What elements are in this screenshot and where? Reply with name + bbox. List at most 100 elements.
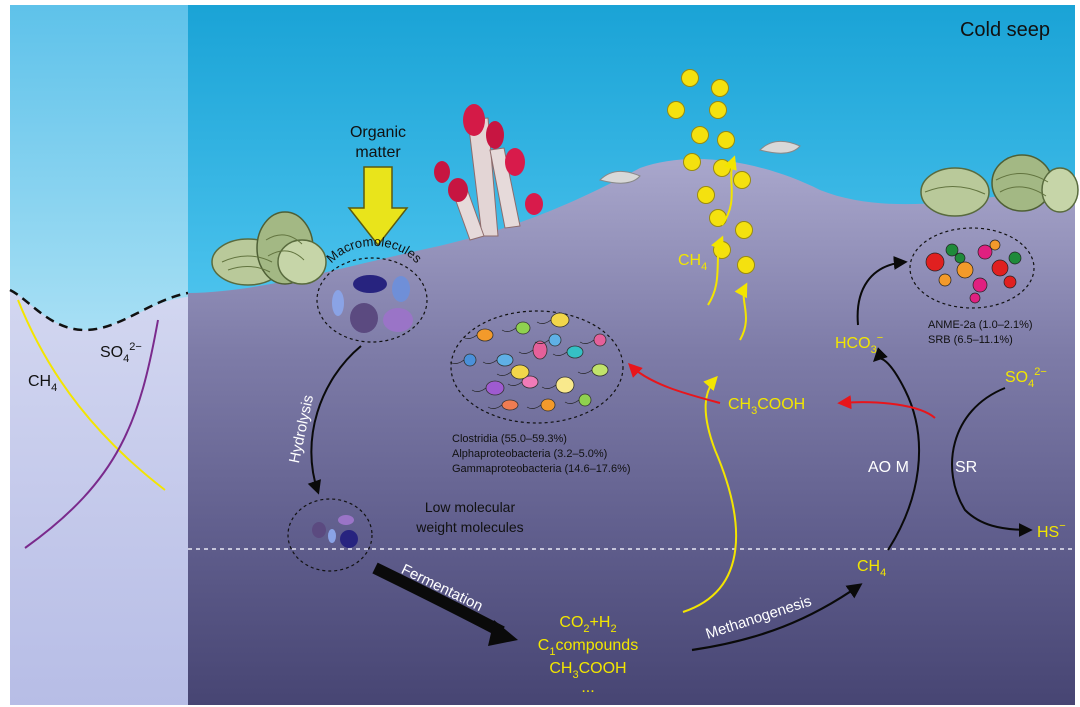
microbe-flagellum (482, 359, 498, 364)
profile-water (10, 5, 188, 330)
microbe-flagellum (449, 359, 465, 364)
cold-seep-title: Cold seep (960, 19, 1050, 41)
anme-srb-cell (925, 252, 945, 272)
microbe-cell (485, 380, 505, 396)
ch4-profile-curve (17, 299, 166, 491)
fermentation-arrow-head (488, 620, 518, 646)
methane-bubble (697, 186, 715, 204)
methane-bubble (737, 256, 755, 274)
microbe-cell (555, 376, 575, 394)
profile-so4-label: SO42− (100, 341, 142, 365)
ch4-bubble-label: CH4 (678, 252, 707, 273)
methane-bubble (709, 209, 727, 227)
microbe-cell (591, 363, 609, 377)
sr-arrow (951, 387, 1033, 537)
microbe-cell (515, 321, 531, 335)
low-molecular-label-1: Low molecular (425, 499, 516, 515)
methane-bubble (667, 101, 685, 119)
clam-cluster-left (211, 211, 327, 286)
organic-matter-label-1: Organic (350, 124, 406, 141)
red-arrow-to-clostridia (628, 363, 721, 404)
microbe-flagellum (471, 387, 487, 392)
hco3-label: HCO3− (835, 332, 883, 356)
microbe-flagellum (496, 371, 512, 376)
microbe-cell (540, 398, 556, 412)
clostridia-cluster (449, 310, 624, 424)
fermentation-arrow-shaft (372, 562, 505, 638)
hco3-to-anme-arrow (856, 255, 908, 326)
microbe-flagellum (526, 404, 542, 409)
microbe-flagellum (534, 339, 550, 344)
anme-srb-cell (956, 261, 974, 279)
methane-bubble (711, 79, 729, 97)
organic-matter-label-2: matter (355, 144, 401, 161)
alphaproteobacteria-label: Alphaproteobacteria (3.2–5.0%) (452, 448, 607, 460)
methane-bubble (713, 241, 731, 259)
hs-label: HS− (1037, 520, 1066, 541)
anme-srb-cell (977, 244, 993, 260)
microbe-flagellum (507, 381, 523, 386)
microbe-cell (566, 345, 584, 359)
microbe-cell (501, 399, 519, 411)
tube-worms (434, 104, 543, 241)
red-arrow-to-ch3cooh (837, 395, 936, 419)
clostridia-label: Clostridia (55.0–59.3%) (452, 433, 567, 445)
seep-shrimp (599, 140, 801, 184)
methanogenesis-arrow (691, 583, 863, 652)
microbe-cell (548, 333, 562, 347)
upward-yellow-arrow (682, 375, 737, 613)
clam-cluster-right (920, 154, 1079, 217)
aom-arrow (873, 347, 920, 551)
methane-bubble (713, 159, 731, 177)
sr-label: SR (955, 459, 977, 476)
microbe-cell (510, 364, 530, 380)
so4-right-label: SO42− (1005, 366, 1047, 390)
microbe-flagellum (579, 339, 595, 344)
aom-label: AO M (868, 459, 909, 476)
anme-srb-cell (972, 277, 988, 293)
microbe-flagellum (462, 334, 478, 339)
microbe-flagellum (564, 399, 580, 404)
anme-srb-cell (945, 243, 959, 257)
methane-bubble (709, 101, 727, 119)
low-molecular-group (287, 498, 373, 572)
microbe-cell (578, 393, 592, 407)
bubble-arrow-3 (721, 155, 737, 226)
microbe-flagellum (518, 349, 534, 354)
microbe-flagellum (536, 319, 552, 324)
products-acetate: CH3COOH (549, 660, 626, 681)
low-molecular-label-2: weight molecules (415, 519, 523, 535)
microbe-flagellum (552, 351, 568, 356)
anme-cluster (909, 227, 1035, 309)
methane-bubble (691, 126, 709, 144)
microbe-flagellum (487, 404, 503, 409)
products-c1-compounds: C1compounds (538, 637, 638, 658)
bubble-arrow-1 (707, 235, 724, 306)
srb-label: SRB (6.5–11.1%) (928, 334, 1013, 346)
anme-srb-cell (1008, 251, 1022, 265)
methane-bubble (683, 153, 701, 171)
ch3cooh-mid-label: CH3COOH (728, 396, 805, 417)
methane-bubble (681, 69, 699, 87)
hydrolysis-arrow (307, 345, 362, 495)
gammaproteobacteria-label: Gammaproteobacteria (14.6–17.6%) (452, 463, 631, 475)
methane-bubble (717, 131, 735, 149)
bubble-arrow-2 (734, 282, 748, 341)
methane-bubble (735, 221, 753, 239)
anme-srb-cell (954, 252, 966, 264)
sediment-mound (188, 159, 1075, 705)
anme-srb-cell (938, 273, 952, 287)
microbe-cell (593, 333, 607, 347)
microbe-flagellum (541, 384, 557, 389)
main-panel: Organic matter Macromolecules Hydrolysis… (188, 5, 1079, 705)
profile-panel: CH4 SO42− (9, 5, 189, 705)
organic-matter-arrow (347, 166, 409, 247)
products-co2-h2: CO2+H2 (559, 614, 616, 635)
ch4-deep-label: CH4 (857, 558, 886, 579)
microbe-cell (463, 353, 477, 367)
microbe-cell (550, 312, 570, 328)
anme-srb-cell (969, 292, 981, 304)
anme-label: ANME-2a (1.0–2.1%) (928, 319, 1033, 331)
